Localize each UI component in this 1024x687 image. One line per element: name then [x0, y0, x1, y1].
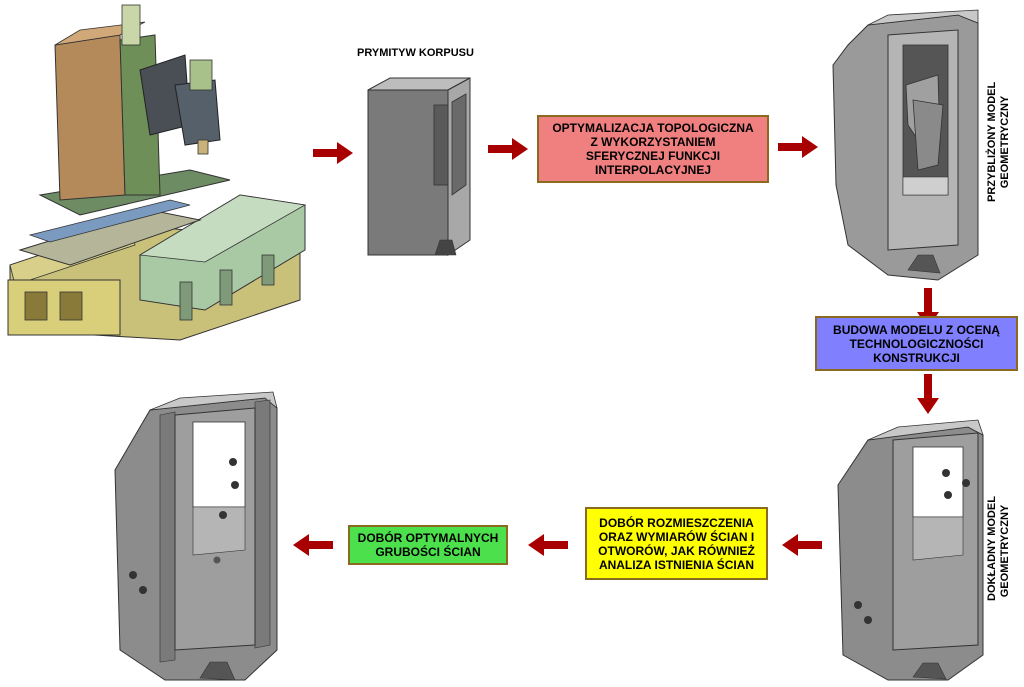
layout-line-3: OTWORÓW, JAK RÓWNIEŻ: [598, 543, 755, 558]
arrow-layout-to-thickness: [528, 534, 568, 556]
layout-line-4: ANALIZA ISTNIENIA ŚCIAN: [598, 557, 755, 572]
approximate-model-label: PRZYBLIŻONY MODEL GEOMETRYCZNY: [986, 82, 1014, 202]
approximate-model-label-line2: GEOMETRYCZNY: [999, 95, 1011, 189]
topology-line-2: Z WYKORZYSTANIEM: [590, 135, 716, 149]
model-building-box: BUDOWA MODELU Z OCENĄ TECHNOLOGICZNOŚCI …: [815, 316, 1018, 371]
exact-model-label-line1: DOKŁADNY MODEL: [986, 496, 998, 601]
exact-model-label: DOKŁADNY MODEL GEOMETRYCZNY: [986, 496, 1014, 601]
build-line-1: BUDOWA MODELU Z OCENĄ: [833, 322, 1000, 337]
approximate-model-label-line1: PRZYBLIŻONY MODEL: [986, 81, 998, 202]
approximate-model-illustration: [832, 9, 979, 281]
machine-tool-illustration: [7, 4, 307, 341]
layout-line-2: ORAZ WYMIARÓW ŚCIAN I: [598, 529, 755, 544]
build-line-2: TECHNOLOGICZNOŚCI: [849, 336, 984, 351]
arrow-build-to-exact: [917, 374, 939, 414]
arrow-thickness-to-final: [293, 534, 333, 556]
arrow-topology-to-approx: [778, 136, 818, 158]
wall-layout-box: DOBÓR ROZMIESZCZENIA ORAZ WYMIARÓW ŚCIAN…: [585, 507, 768, 580]
thickness-line-1: DOBÓR OPTYMALNYCH: [357, 531, 499, 545]
layout-line-1: DOBÓR ROZMIESZCZENIA: [599, 515, 754, 530]
arrow-machine-to-primitive: [313, 142, 353, 164]
exact-model-label-line2: GEOMETRYCZNY: [999, 504, 1011, 598]
arrow-primitive-to-topology: [488, 138, 528, 160]
final-model-illustration: [114, 391, 278, 681]
arrow-exact-to-layout: [782, 534, 822, 556]
build-line-3: KONSTRUKCJI: [873, 350, 960, 365]
primitive-body-illustration: [367, 77, 471, 256]
thickness-line-2: GRUBOŚCI ŚCIAN: [375, 545, 481, 559]
topology-line-3: SFERYCZNEJ FUNKCJI: [585, 149, 721, 163]
exact-model-illustration: [837, 419, 984, 681]
topology-line-1: OPTYMALIZACJA TOPOLOGICZNA: [552, 121, 754, 135]
topology-line-4: INTERPOLACYJNEJ: [594, 163, 712, 177]
primitive-label: PRYMITYW KORPUSU: [357, 47, 474, 59]
topology-optimization-box: OPTYMALIZACJA TOPOLOGICZNA Z WYKORZYSTAN…: [537, 115, 769, 183]
wall-thickness-box: DOBÓR OPTYMALNYCH GRUBOŚCI ŚCIAN: [348, 525, 508, 565]
